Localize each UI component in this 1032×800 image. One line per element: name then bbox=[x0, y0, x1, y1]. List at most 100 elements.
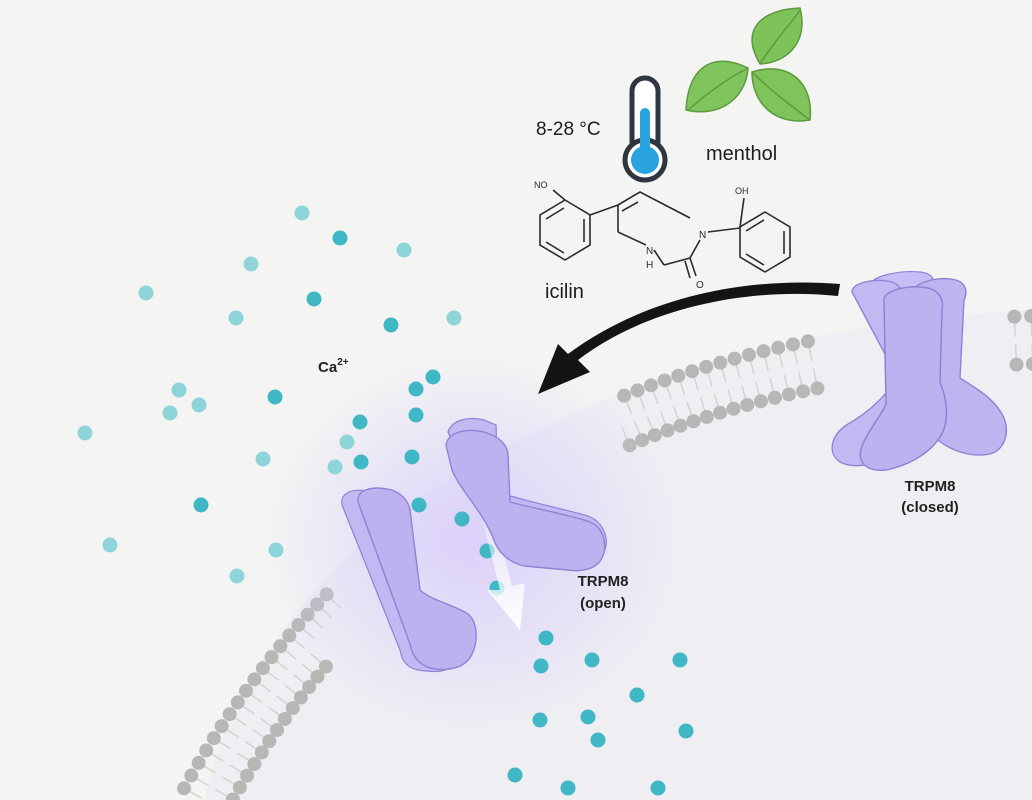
lipid-head bbox=[660, 423, 675, 438]
lipid-head bbox=[214, 719, 229, 734]
lipid-head bbox=[673, 418, 688, 433]
icilin-structure bbox=[539, 189, 791, 279]
ring-nitrogen-label: N bbox=[699, 230, 706, 241]
lipid-head bbox=[238, 683, 253, 698]
calcium-ion bbox=[533, 658, 549, 674]
hydroxyl-group-label: OH bbox=[735, 186, 749, 196]
lipid-head bbox=[225, 792, 240, 800]
calcium-ion bbox=[584, 652, 600, 668]
amide-nitrogen-label: N bbox=[646, 246, 653, 257]
lipid-head bbox=[657, 373, 672, 388]
calcium-ion bbox=[629, 687, 645, 703]
calcium-ion bbox=[193, 497, 209, 513]
calcium-ion bbox=[191, 397, 207, 413]
calcium-ion bbox=[672, 652, 688, 668]
lipid-head bbox=[617, 388, 632, 403]
open-channel-glow bbox=[260, 350, 680, 730]
calcium-ion bbox=[171, 382, 187, 398]
calcium-ion bbox=[77, 425, 93, 441]
lipid-head bbox=[184, 768, 199, 783]
lipid-head bbox=[685, 364, 700, 379]
temperature-label: 8-28 °C bbox=[536, 119, 601, 140]
calcium-ion bbox=[162, 405, 178, 421]
lipid-head bbox=[781, 387, 796, 402]
calcium-ion bbox=[538, 630, 554, 646]
closed-channel-name: TRPM8 bbox=[905, 478, 956, 495]
calcium-ion bbox=[425, 369, 441, 385]
calcium-ion bbox=[532, 712, 548, 728]
icilin-atoms: NO OH N N H O bbox=[534, 180, 749, 291]
lipid-head bbox=[230, 695, 245, 710]
lipid-head bbox=[800, 334, 815, 349]
lipid-head bbox=[740, 397, 755, 412]
lipid-head bbox=[796, 384, 811, 399]
lipid-head bbox=[247, 756, 262, 771]
closed-channel-state: (closed) bbox=[901, 499, 959, 516]
lipid-head bbox=[630, 383, 645, 398]
icilin-label: icilin bbox=[545, 281, 584, 303]
lipid-head bbox=[647, 428, 662, 443]
ion-symbol: Ca bbox=[318, 359, 338, 376]
calcium-ion bbox=[396, 242, 412, 258]
lipid-head bbox=[191, 755, 206, 770]
activation-arrow bbox=[538, 282, 840, 394]
lipid-head bbox=[199, 743, 214, 758]
lipid-head bbox=[277, 711, 292, 726]
calcium-ion bbox=[327, 459, 343, 475]
calcium-ion bbox=[580, 709, 596, 725]
lipid-head bbox=[254, 745, 269, 760]
lipid-head bbox=[767, 390, 782, 405]
calcium-ion-label: Ca2+ bbox=[318, 357, 349, 376]
lipid-head bbox=[293, 690, 308, 705]
calcium-ion bbox=[404, 449, 420, 465]
lipid-head bbox=[713, 355, 728, 370]
lipid-head bbox=[247, 672, 262, 687]
lipid-head bbox=[206, 731, 221, 746]
calcium-ion bbox=[411, 497, 427, 513]
calcium-ion bbox=[228, 310, 244, 326]
closed-channel-front-subunit bbox=[859, 286, 948, 471]
lipid-head bbox=[232, 780, 247, 795]
lipid-head bbox=[177, 781, 192, 796]
calcium-ion bbox=[383, 317, 399, 333]
calcium-ion bbox=[590, 732, 606, 748]
lipid-head bbox=[726, 401, 741, 416]
lipid-head bbox=[671, 368, 686, 383]
lipid-head bbox=[285, 701, 300, 716]
calcium-ion bbox=[229, 568, 245, 584]
lipid-head bbox=[262, 734, 277, 749]
lipid-head bbox=[270, 722, 285, 737]
mint-leaf-icon bbox=[685, 7, 812, 122]
lipid-head bbox=[699, 409, 714, 424]
lipid-head bbox=[240, 768, 255, 783]
menthol-label: menthol bbox=[706, 143, 777, 165]
lipid-head bbox=[1025, 357, 1032, 371]
lipid-head bbox=[810, 381, 825, 396]
calcium-ion bbox=[102, 537, 118, 553]
lipid-head bbox=[264, 650, 279, 665]
lipid-head bbox=[727, 351, 742, 366]
lipid-head bbox=[771, 340, 786, 355]
calcium-ion bbox=[678, 723, 694, 739]
lipid-head bbox=[273, 639, 288, 654]
open-channel-right-subunit bbox=[445, 417, 607, 572]
lipid-head bbox=[785, 337, 800, 352]
nitro-group-label: NO bbox=[534, 180, 548, 190]
lipid-head bbox=[741, 347, 756, 362]
lipid-head bbox=[1007, 309, 1022, 324]
lipid-head bbox=[255, 661, 270, 676]
calcium-ion bbox=[454, 511, 470, 527]
calcium-ion bbox=[294, 205, 310, 221]
calcium-ion bbox=[339, 434, 355, 450]
lipid-head bbox=[1024, 309, 1032, 324]
lipid-head bbox=[756, 344, 771, 359]
calcium-ion bbox=[408, 381, 424, 397]
lipid-head bbox=[699, 359, 714, 374]
calcium-ion bbox=[332, 230, 348, 246]
lipid-head bbox=[1009, 357, 1024, 372]
open-channel-name: TRPM8 bbox=[578, 573, 629, 590]
calcium-ion bbox=[408, 407, 424, 423]
calcium-ion bbox=[268, 542, 284, 558]
calcium-ion bbox=[306, 291, 322, 307]
